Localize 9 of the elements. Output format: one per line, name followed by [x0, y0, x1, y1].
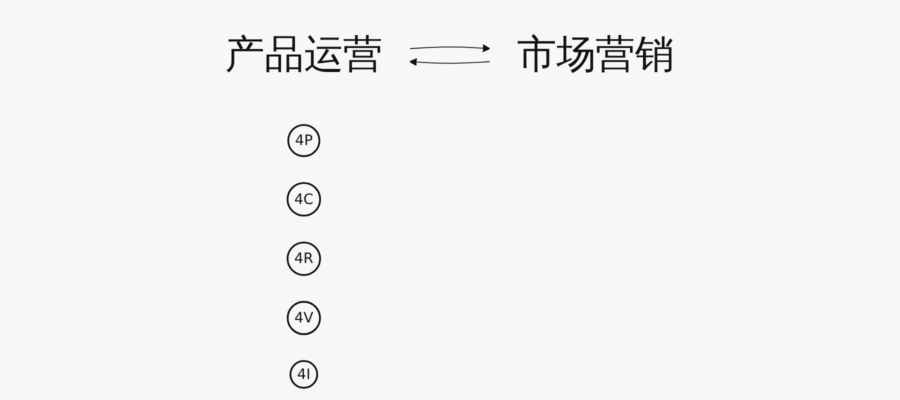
node-text: 市场营销	[517, 32, 675, 78]
node-circle: 4R	[286, 242, 322, 276]
node-circle: 4P	[288, 124, 321, 158]
arrow	[409, 58, 491, 66]
node-circle: 4V	[286, 300, 322, 336]
arrow	[409, 44, 491, 52]
node-circle: 4I	[290, 360, 318, 389]
node-circle: 4C	[286, 182, 322, 216]
node-text: 产品运营	[225, 32, 383, 78]
